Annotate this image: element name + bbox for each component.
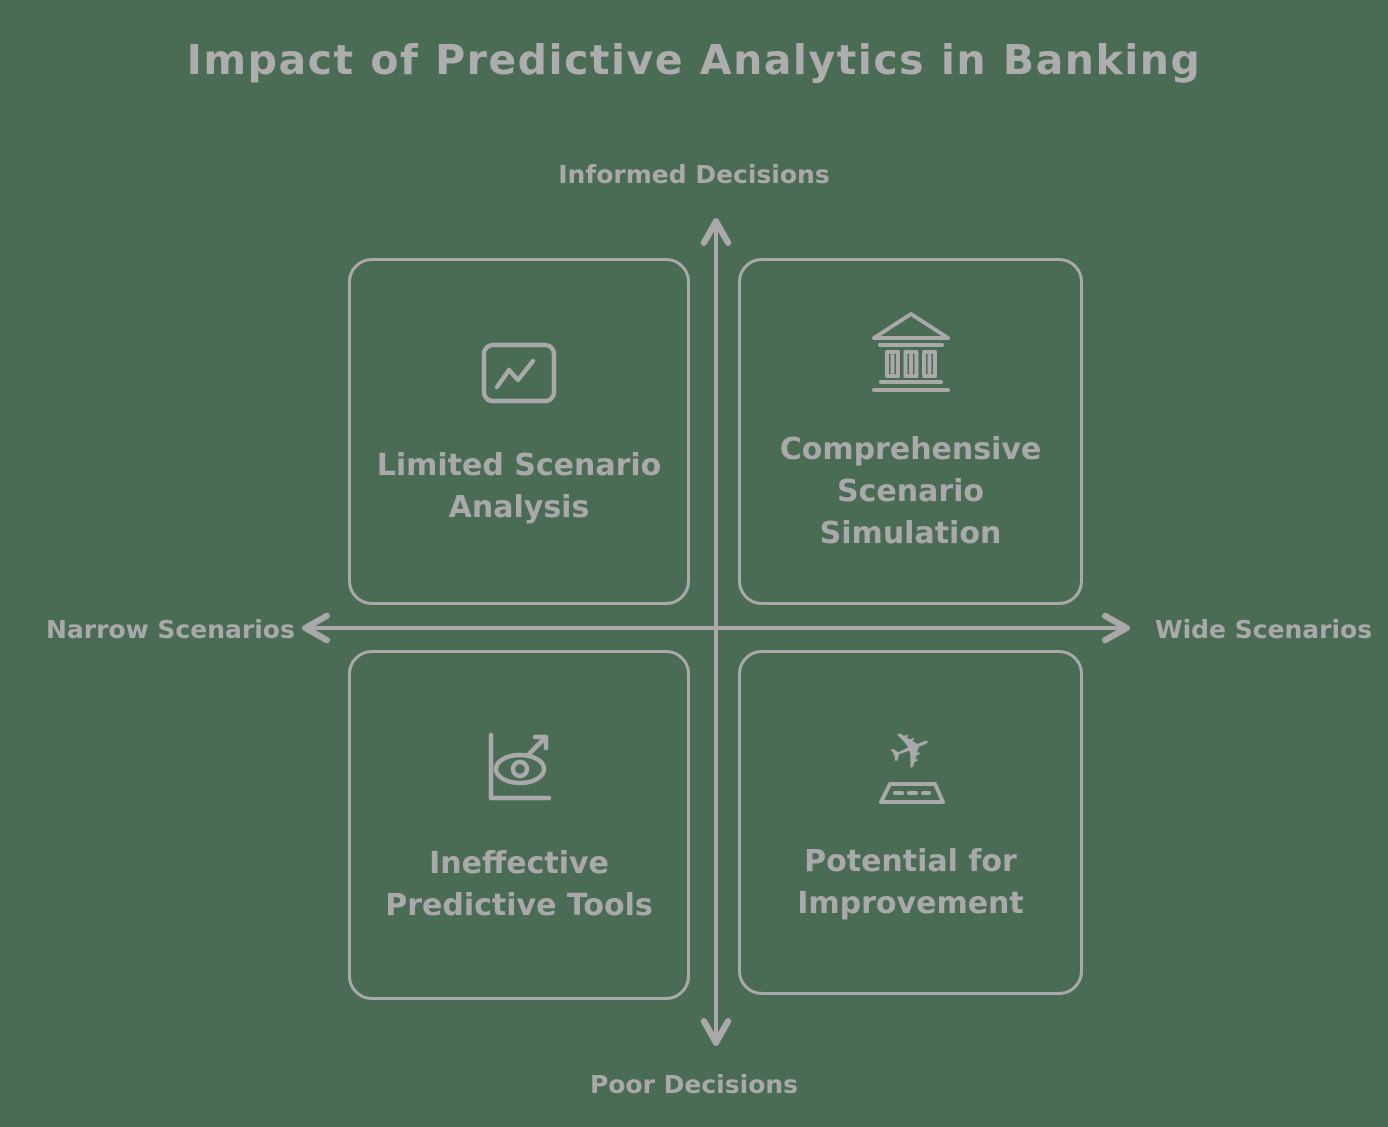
quadrant-comprehensive-scenario-simulation: Comprehensive Scenario Simulation (738, 258, 1083, 605)
quadrant-limited-scenario-analysis: Limited Scenario Analysis (348, 258, 690, 605)
bank-icon (871, 311, 950, 392)
quadrant-label: Ineffective Predictive Tools (385, 846, 653, 923)
quadrant-label: Comprehensive Scenario Simulation (779, 431, 1042, 551)
quadrant-ineffective-predictive-tools: Ineffective Predictive Tools (348, 650, 690, 1000)
axis-label-top: Informed Decisions (558, 160, 830, 189)
eye-insight-icon (488, 732, 552, 801)
page-title: Impact of Predictive Analytics in Bankin… (186, 36, 1202, 84)
quadrant-potential-for-improvement: ✈ Potential for Improvement (738, 650, 1083, 995)
quadrant-label: Potential for Improvement (797, 843, 1024, 921)
svg-text:✈: ✈ (879, 721, 942, 786)
axis-label-right: Wide Scenarios (1155, 615, 1373, 644)
quadrant-label: Limited Scenario Analysis (376, 447, 662, 525)
axis-label-bottom: Poor Decisions (589, 1070, 799, 1099)
line-chart-icon (481, 342, 557, 403)
airplane-takeoff-icon: ✈ (878, 721, 945, 804)
axis-label-left: Narrow Scenarios (46, 615, 295, 644)
